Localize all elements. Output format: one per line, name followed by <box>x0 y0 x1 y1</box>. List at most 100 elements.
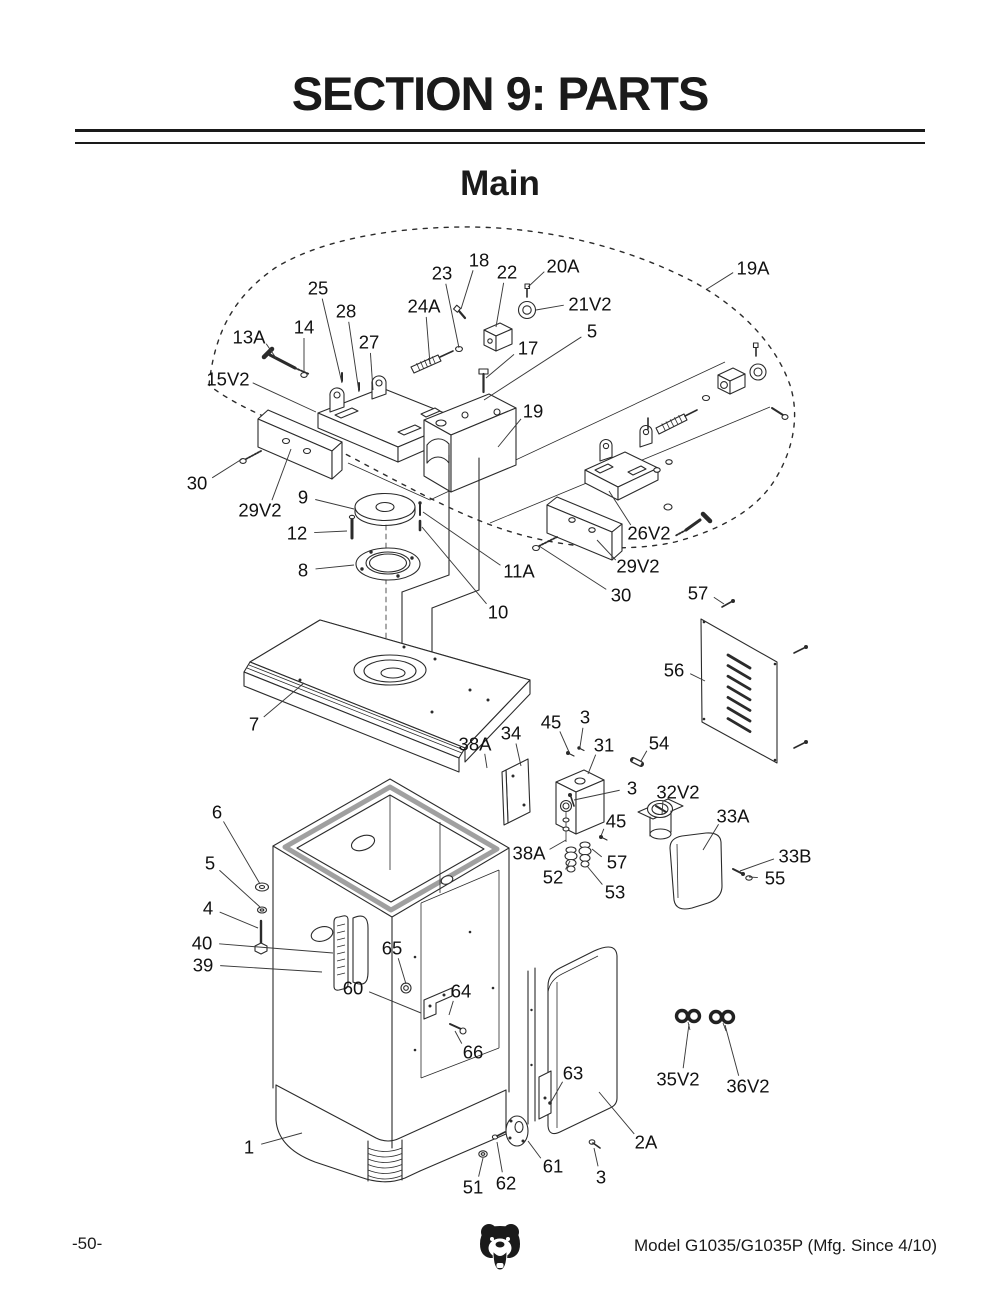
svg-text:19: 19 <box>523 401 544 422</box>
part-callout-54: 54 <box>640 733 670 762</box>
svg-text:38A: 38A <box>459 734 493 755</box>
part-callout-53: 53 <box>586 865 626 903</box>
svg-text:5: 5 <box>587 321 597 342</box>
svg-text:10: 10 <box>488 602 509 623</box>
part-callout-23: 23 <box>432 263 460 349</box>
part-callout-29v2: 29V2 <box>238 448 292 521</box>
part-callout-17: 17 <box>485 338 538 379</box>
part-callout-62: 62 <box>496 1141 517 1194</box>
part-callout-39: 39 <box>193 955 323 976</box>
svg-text:61: 61 <box>543 1156 564 1177</box>
svg-text:63: 63 <box>563 1063 584 1084</box>
part-callout-40: 40 <box>192 933 334 954</box>
svg-text:26V2: 26V2 <box>627 523 670 544</box>
part-callout-27: 27 <box>359 332 380 391</box>
part-callout-30: 30 <box>538 545 632 606</box>
part-cover-panel-56 <box>700 599 808 764</box>
part-grommets <box>674 1008 736 1032</box>
part-bracket-19-column <box>385 393 517 661</box>
part-callout-55: 55 <box>748 868 786 889</box>
part-callout-22: 22 <box>495 262 517 328</box>
svg-text:57: 57 <box>607 852 628 873</box>
part-callout-19a: 19A <box>706 258 770 290</box>
svg-text:55: 55 <box>765 868 786 889</box>
part-callout-24a: 24A <box>408 296 441 365</box>
part-callout-65: 65 <box>382 938 407 985</box>
svg-text:31: 31 <box>594 735 615 756</box>
part-callout-11a: 11A <box>422 511 535 582</box>
svg-text:9: 9 <box>298 487 308 508</box>
svg-text:5: 5 <box>205 853 215 874</box>
part-callout-14: 14 <box>294 317 314 371</box>
part-callout-30: 30 <box>187 458 243 494</box>
part-callout-38a: 38A <box>513 839 567 864</box>
part-table-7 <box>243 619 531 773</box>
part-micro-adjust-center <box>410 283 537 404</box>
svg-text:60: 60 <box>343 978 364 999</box>
part-callout-57: 57 <box>591 848 628 873</box>
svg-text:20A: 20A <box>547 256 581 277</box>
part-callout-29v2: 29V2 <box>596 539 660 577</box>
svg-text:33B: 33B <box>779 846 812 867</box>
svg-text:62: 62 <box>496 1173 517 1194</box>
page-number: -50- <box>72 1234 103 1253</box>
part-callout-61: 61 <box>527 1140 564 1177</box>
part-callout-31: 31 <box>587 735 615 775</box>
part-callout-35v2: 35V2 <box>656 1023 700 1090</box>
part-callout-56: 56 <box>664 660 706 682</box>
part-callout-10: 10 <box>421 526 509 623</box>
part-callout-12: 12 <box>287 523 348 544</box>
svg-text:6: 6 <box>212 802 222 823</box>
part-callout-2a: 2A <box>598 1091 658 1153</box>
svg-text:30: 30 <box>611 585 632 606</box>
svg-text:4: 4 <box>203 898 213 919</box>
part-chute-2a <box>478 946 618 1158</box>
part-callout-51: 51 <box>463 1157 484 1198</box>
svg-text:21V2: 21V2 <box>568 294 611 315</box>
svg-text:39: 39 <box>193 955 214 976</box>
svg-text:1: 1 <box>244 1137 254 1158</box>
part-callout-13a: 13A <box>233 327 277 359</box>
svg-text:56: 56 <box>664 660 685 681</box>
part-callout-66: 66 <box>454 1030 484 1063</box>
svg-text:35V2: 35V2 <box>656 1069 699 1090</box>
title-rule-thick <box>75 129 925 132</box>
svg-text:29V2: 29V2 <box>616 556 659 577</box>
part-callout-3: 3 <box>573 778 637 801</box>
svg-text:65: 65 <box>382 938 403 959</box>
part-switch-assembly <box>501 746 753 910</box>
svg-text:34: 34 <box>501 723 522 744</box>
svg-text:66: 66 <box>463 1042 484 1063</box>
part-callout-32v2: 32V2 <box>656 782 700 816</box>
part-callout-4: 4 <box>203 898 259 929</box>
part-callout-63: 63 <box>550 1063 584 1103</box>
svg-text:54: 54 <box>649 733 670 754</box>
part-callout-3: 3 <box>593 1147 606 1188</box>
svg-text:27: 27 <box>359 332 380 353</box>
model-text: Model G1035/G1035P (Mfg. Since 4/10) <box>633 1236 937 1255</box>
svg-text:45: 45 <box>541 712 562 733</box>
svg-text:25: 25 <box>308 278 329 299</box>
part-callout-45: 45 <box>541 712 570 753</box>
grizzly-bear-icon <box>477 1222 523 1279</box>
svg-text:53: 53 <box>605 882 626 903</box>
part-callout-38a: 38A <box>459 734 493 769</box>
svg-text:3: 3 <box>627 778 637 799</box>
balloon-boundary <box>208 226 796 549</box>
svg-text:7: 7 <box>249 714 259 735</box>
part-callout-18: 18 <box>460 250 489 310</box>
part-callout-64: 64 <box>448 981 471 1016</box>
svg-text:8: 8 <box>298 560 308 581</box>
part-callout-1: 1 <box>244 1132 303 1158</box>
part-callout-21v2: 21V2 <box>535 294 612 315</box>
part-callout-36v2: 36V2 <box>724 1024 770 1097</box>
part-callout-6: 6 <box>212 802 261 885</box>
svg-text:11A: 11A <box>503 561 535 582</box>
title-rule-thin <box>75 142 925 144</box>
svg-text:3: 3 <box>596 1167 606 1188</box>
svg-text:23: 23 <box>432 263 453 284</box>
svg-text:28: 28 <box>336 301 357 322</box>
svg-text:30: 30 <box>187 473 208 494</box>
